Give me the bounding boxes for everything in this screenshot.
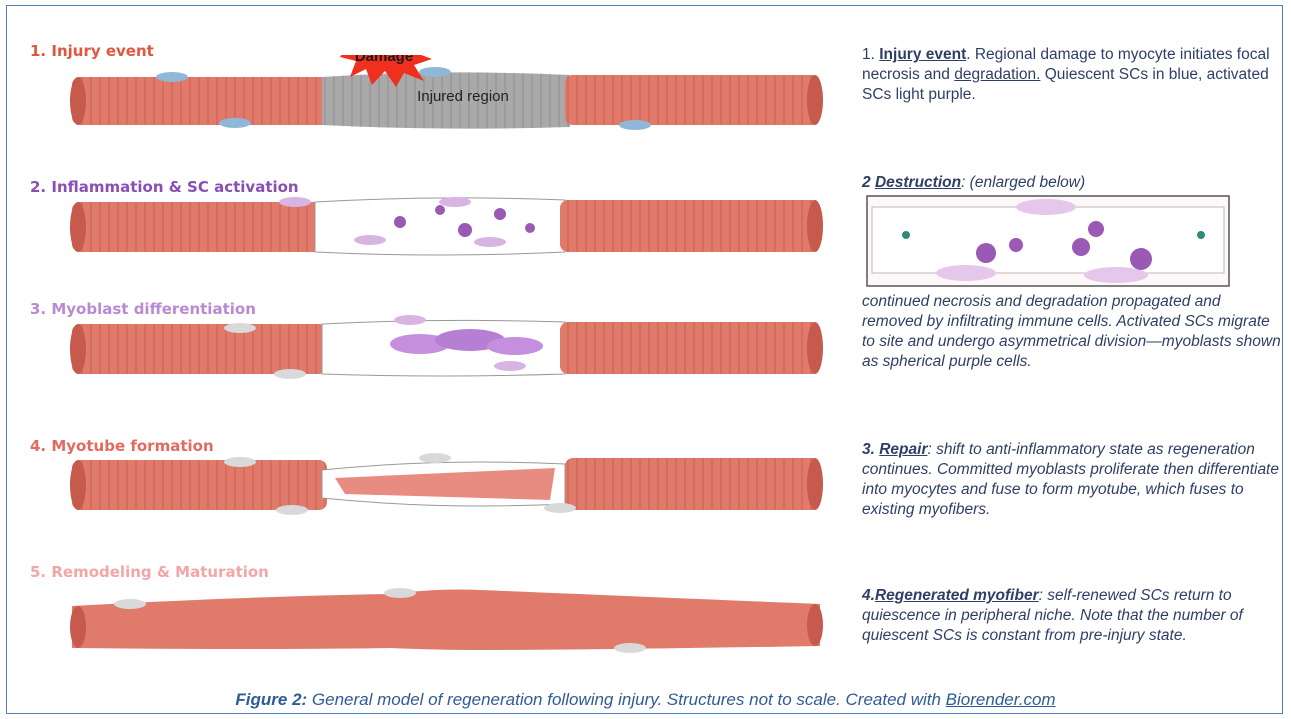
description-4-number: 4.	[862, 587, 875, 604]
description-2-suffix: : (enlarged below)	[961, 174, 1085, 191]
description-3-number: 3.	[862, 441, 879, 458]
quiescent-sc	[156, 72, 188, 82]
stage-4-fiber	[60, 438, 840, 548]
description-3-heading: Repair	[879, 441, 927, 458]
description-2-body: continued necrosis and degradation propa…	[862, 292, 1282, 372]
description-2-heading-line: 2 Destruction: (enlarged below)	[862, 173, 1282, 193]
description-4-heading: Regenerated myofiber	[875, 587, 1039, 604]
description-1-heading: Injury event	[879, 46, 966, 63]
description-1-number: 1.	[862, 46, 879, 63]
stage-5-fiber	[60, 566, 840, 676]
quiescent-sc	[419, 67, 451, 77]
description-3: 3. Repair: shift to anti-inflammatory st…	[862, 440, 1282, 520]
damage-label: Damage	[355, 55, 413, 65]
description-1-link: degradation.	[954, 66, 1040, 83]
caption-link[interactable]: Biorender.com	[946, 690, 1056, 709]
injured-region-label: Injured region	[417, 88, 509, 105]
caption-text: General model of regeneration following …	[307, 690, 945, 709]
stage-1-fiber: Damage Injured region	[60, 55, 840, 165]
caption-label: Figure 2:	[235, 690, 307, 709]
quiescent-sc	[619, 120, 651, 130]
description-1: 1. Injury event. Regional damage to myoc…	[862, 45, 1282, 105]
description-4: 4.Regenerated myofiber: self-renewed SCs…	[862, 586, 1282, 646]
description-2-heading: Destruction	[875, 174, 961, 191]
stage-3-fiber	[60, 302, 840, 412]
destruction-enlarged-inset	[866, 195, 1230, 287]
figure-caption: Figure 2: General model of regeneration …	[0, 690, 1291, 710]
quiescent-sc	[219, 118, 251, 128]
description-2-number: 2	[862, 174, 875, 191]
stage-2-fiber	[60, 180, 840, 290]
